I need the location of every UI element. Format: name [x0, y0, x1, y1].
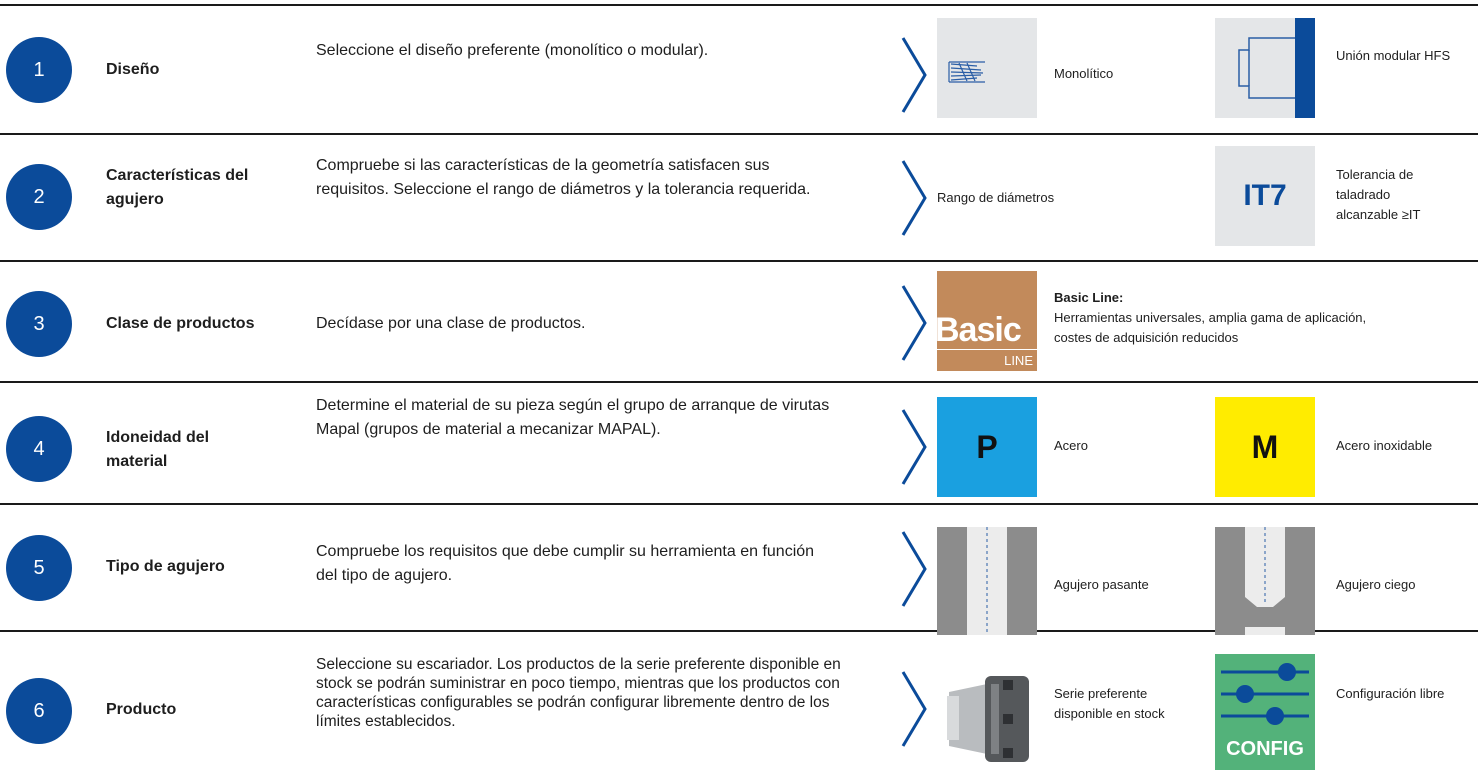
hfs-modular-connection-icon: [1215, 18, 1315, 118]
step-row-5: 5 Tipo de agujero Compruebe los requisit…: [0, 505, 1478, 635]
option-label-heading: Basic Line:: [1054, 290, 1124, 305]
step-number-badge: 1: [6, 37, 72, 103]
step-title: Diseño: [106, 61, 160, 78]
material-m-icon: M: [1215, 397, 1315, 497]
step-description: Determine el material de su pieza según …: [316, 397, 830, 438]
option-label: Unión modular HFS: [1336, 48, 1451, 63]
basic-line-logo: Basic LINE: [937, 271, 1037, 371]
step-row-2: 2 Características del agujero Compruebe …: [0, 135, 1478, 260]
line-text: LINE: [1004, 353, 1033, 368]
through-hole-icon: [937, 527, 1037, 635]
chevron-right-icon: [901, 285, 927, 361]
chevron-right-icon: [901, 37, 927, 113]
step-number-badge: 5: [6, 535, 72, 601]
it7-text: IT7: [1243, 179, 1287, 212]
it7-tolerance-icon: IT7: [1215, 146, 1315, 246]
step-number-badge: 2: [6, 164, 72, 230]
option-label: Acero inoxidable: [1336, 438, 1433, 453]
divider: [0, 4, 1478, 6]
blind-hole-icon: [1215, 527, 1315, 635]
step-description: Seleccione el diseño preferente (monolít…: [316, 42, 709, 59]
basic-text: Basic: [937, 311, 1022, 349]
step-title: Idoneidad del material: [106, 429, 210, 470]
divider: [0, 133, 1478, 135]
step-row-1: 1 Diseño Seleccione el diseño preferente…: [0, 6, 1478, 133]
divider: [0, 503, 1478, 505]
chevron-right-icon: [901, 409, 927, 485]
divider: [0, 630, 1478, 632]
option-label: Agujero pasante: [1054, 577, 1149, 592]
reamer-product-icon: [937, 662, 1037, 772]
option-label: Monolítico: [1054, 66, 1114, 81]
step-number-badge: 4: [6, 416, 72, 482]
config-text: CONFIG: [1226, 738, 1304, 760]
step-description: Seleccione su escariador. Los productos …: [316, 656, 841, 730]
option-label: Serie preferente disponible en stock: [1054, 686, 1165, 721]
material-p-icon: P: [937, 397, 1037, 497]
chevron-right-icon: [901, 160, 927, 236]
monolithic-reamer-icon: [937, 18, 1037, 118]
step-number-badge: 6: [6, 678, 72, 744]
chevron-right-icon: [901, 531, 927, 607]
option-label: Rango de diámetros: [937, 190, 1055, 205]
step-title: Clase de productos: [106, 315, 255, 332]
step-description: Compruebe los requisitos que debe cumpli…: [316, 543, 815, 584]
step-title: Producto: [106, 701, 177, 718]
config-sliders-icon: CONFIG: [1215, 654, 1315, 770]
step-title: Tipo de agujero: [106, 558, 225, 575]
option-label: Tolerancia de taladrado alcanzable ≥IT: [1336, 167, 1421, 222]
chevron-right-icon: [901, 671, 927, 747]
divider: [0, 260, 1478, 262]
step-description: Decídase por una clase de productos.: [316, 315, 586, 332]
option-label: Acero: [1054, 438, 1088, 453]
divider: [0, 381, 1478, 383]
step-row-4: 4 Idoneidad del material Determine el ma…: [0, 383, 1478, 503]
option-label: Herramientas universales, amplia gama de…: [1054, 310, 1367, 345]
step-title: Características del agujero: [106, 167, 249, 208]
option-label: Agujero ciego: [1336, 577, 1416, 592]
step-number-badge: 3: [6, 291, 72, 357]
option-label: Configuración libre: [1336, 686, 1445, 701]
step-description: Compruebe si las características de la g…: [316, 157, 811, 198]
step-row-6: 6 Producto Seleccione su escariador. Los…: [0, 632, 1478, 773]
step-row-3: 3 Clase de productos Decídase por una cl…: [0, 262, 1478, 381]
